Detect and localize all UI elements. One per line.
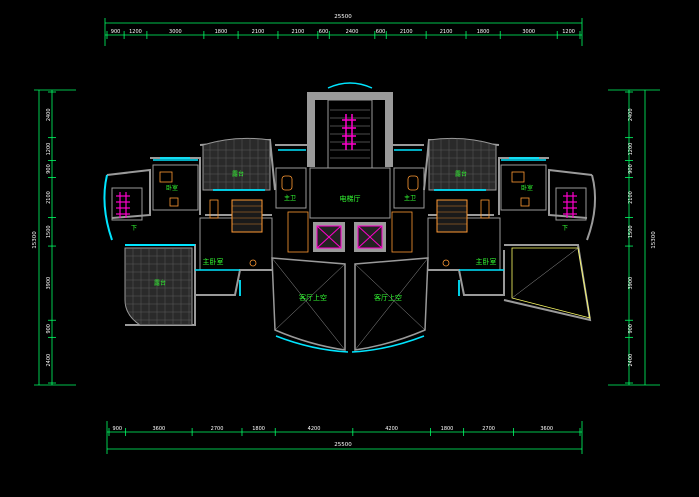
living-void-right: 客厅上空 xyxy=(351,257,429,353)
elevator-hall-label: 电梯厅 xyxy=(340,194,361,203)
stair-right: 下 xyxy=(555,174,596,241)
elevator-left xyxy=(313,222,345,252)
balcony-left: 露台 xyxy=(202,137,271,191)
stair-down-right-label: 下 xyxy=(562,225,568,232)
left-dim-label: 2100 xyxy=(46,191,52,204)
top-dimension-chain: 25500 900 1200 3000 1800 2100 2100 600 2400 600 2… xyxy=(104,14,583,46)
bottom-dim-label: 2700 xyxy=(482,426,495,432)
right-total-dimension: 15300 xyxy=(651,231,657,249)
master-bedroom-left-label: 主卧室 xyxy=(203,257,224,266)
top-dim-label: 2100 xyxy=(292,29,305,35)
bedroom-left: 卧室 xyxy=(152,159,199,211)
balcony-right: 露台 xyxy=(428,137,497,191)
terrace-left-label: 露台 xyxy=(154,279,166,287)
windows xyxy=(160,157,539,296)
bath-right: 主卫 xyxy=(391,149,425,253)
left-dimension-chain: 15300 2400 1200 900 2100 1500 3900 900 2400 xyxy=(32,89,76,386)
balcony-right-label: 露台 xyxy=(455,170,467,178)
bottom-dim-label: 2700 xyxy=(211,426,224,432)
right-dim-label: 3900 xyxy=(628,277,634,290)
bath-right-label: 主卫 xyxy=(404,194,416,202)
bottom-dim-label: 1800 xyxy=(441,426,454,432)
terrace-left: 露台 xyxy=(124,244,195,326)
left-dim-label: 1500 xyxy=(46,225,52,238)
top-dim-label: 2100 xyxy=(400,29,413,35)
bottom-dimension-chain: 25500 900 3600 2700 1800 4200 4200 1800 2700 360… xyxy=(106,421,583,454)
top-dim-label: 2100 xyxy=(440,29,453,35)
right-dimension-chain: 15300 2400 1200 900 2100 1500 3900 900 2400 xyxy=(608,89,660,386)
balcony-left-label: 露台 xyxy=(232,170,244,178)
top-dim-label: 600 xyxy=(319,29,329,35)
living-void-left-label: 客厅上空 xyxy=(299,293,327,302)
right-dim-label: 2100 xyxy=(628,191,634,204)
stair-down-left-label: 下 xyxy=(131,225,137,232)
top-dim-label: 2400 xyxy=(346,29,359,35)
stair-tower xyxy=(307,82,393,169)
terrace-right-outline xyxy=(511,247,591,319)
master-bedroom-left: 主卧室 xyxy=(195,199,273,271)
bottom-dim-label: 4200 xyxy=(385,426,398,432)
top-dim-label: 1800 xyxy=(215,29,228,35)
top-dim-label: 900 xyxy=(111,29,121,35)
bottom-dim-label: 900 xyxy=(113,426,123,432)
right-dim-label: 1200 xyxy=(628,143,634,156)
master-bedroom-right-label: 主卧室 xyxy=(476,257,497,266)
top-dim-label: 1800 xyxy=(477,29,490,35)
left-dim-label: 2400 xyxy=(46,108,52,121)
right-dim-label: 2400 xyxy=(628,354,634,367)
bottom-dim-label: 3600 xyxy=(153,426,166,432)
left-total-dimension: 15300 xyxy=(32,231,38,249)
bottom-total-dimension: 25500 xyxy=(334,442,352,448)
left-dim-label: 3900 xyxy=(46,277,52,290)
stair-left: 下 xyxy=(103,174,143,241)
bedroom-right-label: 卧室 xyxy=(521,184,533,192)
top-dim-label: 3000 xyxy=(522,29,535,35)
bath-left: 主卫 xyxy=(275,149,309,253)
right-dim-label: 900 xyxy=(628,324,634,334)
floor-plan: 电梯厅 客厅上空 xyxy=(103,82,596,353)
bedroom-right: 卧室 xyxy=(500,159,547,211)
bedroom-left-label: 卧室 xyxy=(166,184,178,192)
bottom-dim-label: 3600 xyxy=(540,426,553,432)
top-dim-label: 1200 xyxy=(129,29,142,35)
bottom-dim-label: 1800 xyxy=(252,426,265,432)
left-dim-label: 900 xyxy=(46,164,52,174)
right-dim-label: 1500 xyxy=(628,225,634,238)
living-void-right-label: 客厅上空 xyxy=(374,293,402,302)
left-dim-label: 1200 xyxy=(46,143,52,156)
elevator-right xyxy=(354,222,386,252)
top-dim-label: 2100 xyxy=(252,29,265,35)
bath-left-label: 主卫 xyxy=(284,194,296,202)
left-dim-label: 900 xyxy=(46,324,52,334)
elevator-hall: 电梯厅 xyxy=(309,167,391,252)
bottom-dim-label: 4200 xyxy=(308,426,321,432)
top-dim-label: 3000 xyxy=(169,29,182,35)
left-dim-label: 2400 xyxy=(46,354,52,367)
right-dim-label: 2400 xyxy=(628,108,634,121)
right-dim-label: 900 xyxy=(628,164,634,174)
top-dim-label: 600 xyxy=(376,29,386,35)
stair-arrow xyxy=(342,114,356,150)
top-dim-label: 1200 xyxy=(562,29,575,35)
top-total-dimension: 25500 xyxy=(334,14,352,20)
master-bedroom-right: 主卧室 xyxy=(427,199,504,271)
living-void-left: 客厅上空 xyxy=(271,257,349,353)
